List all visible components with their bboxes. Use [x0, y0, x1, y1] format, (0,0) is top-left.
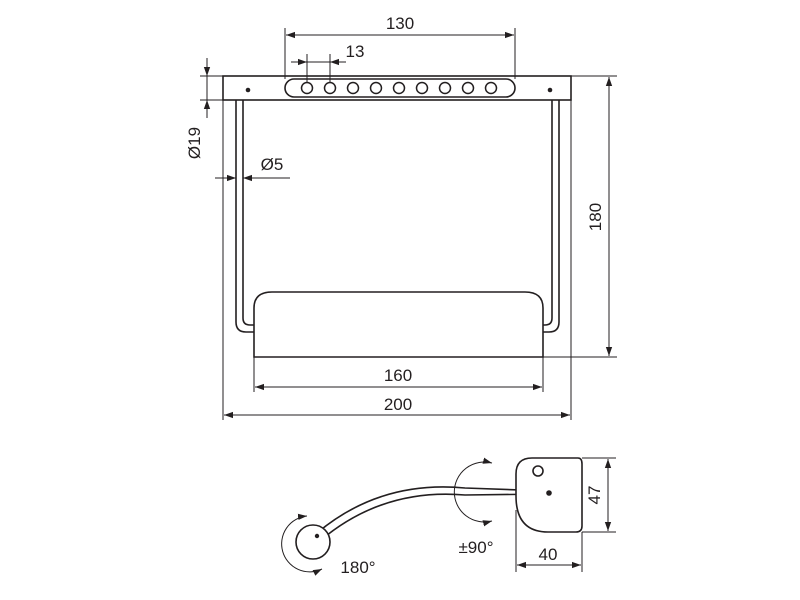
shade-hole — [532, 465, 544, 477]
dim-130-label: 130 — [386, 14, 414, 33]
mount-head — [295, 524, 331, 560]
led-hole — [369, 81, 383, 95]
led-hole — [392, 81, 406, 95]
dim-180-label: 180 — [586, 203, 605, 231]
mounting-bar — [222, 75, 572, 101]
dim-arm-diameter-label: Ø5 — [261, 155, 284, 174]
mount-screw-left — [245, 87, 251, 93]
dim-13-label: 13 — [346, 42, 365, 61]
led-hole — [484, 81, 498, 95]
front-view: 130 13 Ø19 Ø5 180 160 200 — [185, 14, 617, 420]
lamp-shade — [253, 291, 544, 358]
led-hole — [346, 81, 360, 95]
arm-left-inner — [242, 100, 254, 326]
head-rotation-arrow — [281, 513, 323, 576]
side-view: 180° ±90° 47 40 — [281, 457, 616, 577]
dim-47-label: 47 — [585, 486, 604, 505]
led-hole — [323, 81, 337, 95]
dim-160-label: 160 — [384, 366, 412, 385]
mount-screw-right — [547, 87, 553, 93]
dim-mount-diameter-label: Ø19 — [185, 127, 204, 159]
arm-right-inner — [543, 100, 553, 326]
shade-rotation-arrow — [453, 457, 493, 527]
side-arm-inner — [320, 493, 550, 541]
led-hole — [300, 81, 314, 95]
dim-40-label: 40 — [539, 545, 558, 564]
led-strip — [284, 78, 516, 98]
led-hole — [461, 81, 475, 95]
led-hole — [415, 81, 429, 95]
led-hole — [438, 81, 452, 95]
head-rotation-label: 180° — [340, 558, 375, 577]
arm-right — [543, 100, 560, 333]
side-arm — [316, 486, 550, 534]
dim-200-label: 200 — [384, 395, 412, 414]
shade-rotation-label: ±90° — [458, 538, 493, 557]
led-holes — [300, 81, 498, 95]
arm-left — [235, 100, 254, 333]
